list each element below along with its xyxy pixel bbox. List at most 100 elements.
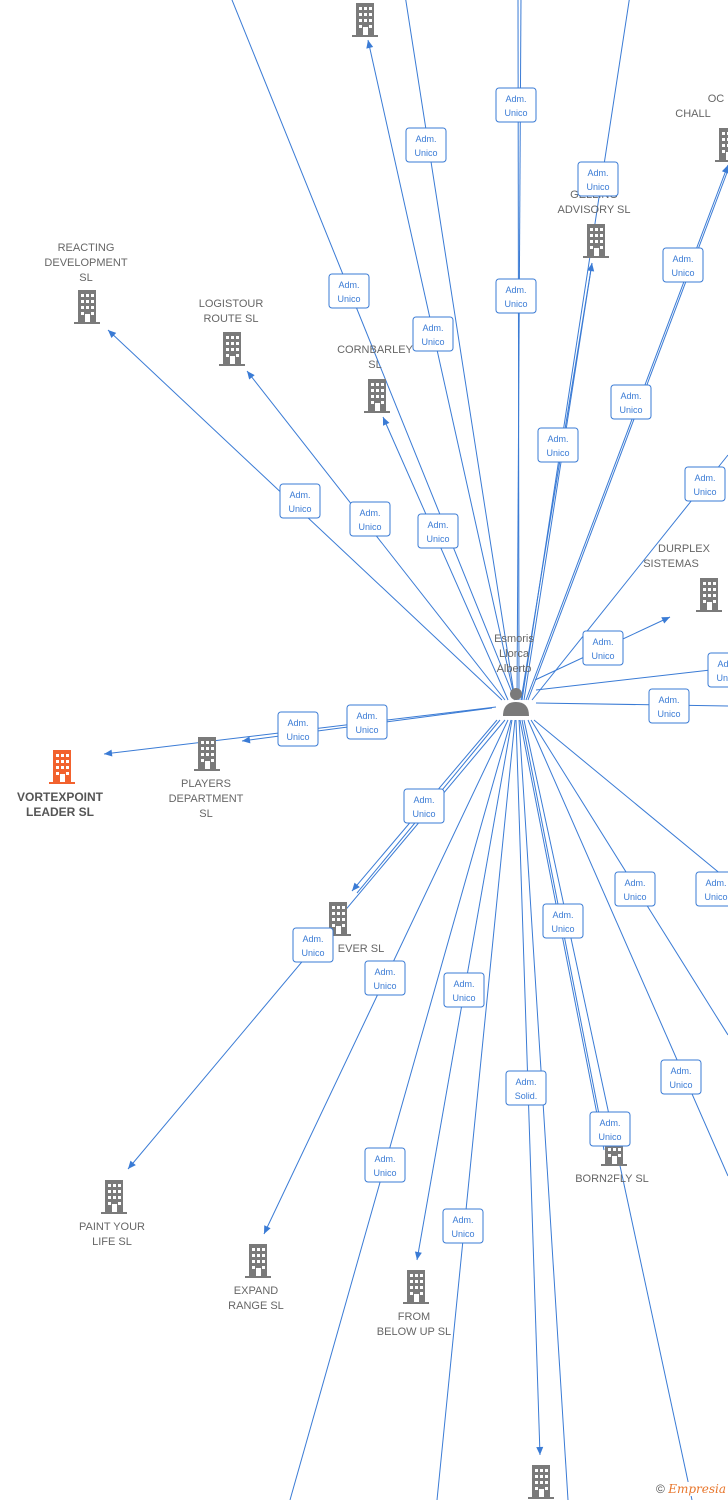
role-badge[interactable]: Adm.Unico — [577, 161, 619, 197]
role-badge[interactable]: Adm.Unico — [349, 501, 391, 537]
role-badge[interactable]: Adm.Unico — [660, 1059, 702, 1095]
brand-logo[interactable]: Empresia — [668, 1482, 726, 1496]
company-name-label[interactable]: PLAYERS — [181, 778, 231, 790]
building-icon[interactable] — [364, 379, 390, 413]
company-name-label[interactable]: LIFE SL — [92, 1236, 132, 1248]
arrow-icon — [264, 1225, 271, 1234]
company-node-logistour-route[interactable]: LOGISTOUR ROUTE SL — [199, 298, 264, 366]
company-name-label[interactable]: SL — [79, 272, 92, 284]
company-name-label[interactable]: VORTEXPOINT — [17, 790, 104, 804]
company-node-cornbarley[interactable]: CORNBARLEY SL — [337, 344, 414, 413]
company-name-label[interactable]: DEVELOPMENT — [44, 257, 127, 269]
relationship-edge — [527, 719, 728, 1177]
company-name-label[interactable]: DURPLEX — [658, 543, 711, 555]
building-icon[interactable] — [528, 1465, 554, 1499]
company-name-label[interactable]: SISTEMAS — [643, 558, 699, 570]
building-icon[interactable] — [583, 224, 609, 258]
role-badge[interactable]: Adm.Unico — [442, 1208, 484, 1244]
company-name-label[interactable]: RANGE SL — [228, 1300, 284, 1312]
building-icon[interactable] — [696, 578, 722, 612]
company-node-expand-range[interactable]: EXPAND RANGE SL — [228, 1244, 284, 1312]
building-icon[interactable] — [352, 3, 378, 37]
person-name-label[interactable]: Alberto — [497, 663, 532, 675]
badge-line-1: Adm. — [658, 695, 679, 705]
company-name-label[interactable]: SL — [199, 808, 212, 820]
badge-line-2: Unico — [337, 294, 360, 304]
person-name-label[interactable]: Llorca — [499, 648, 530, 660]
role-badge[interactable]: Adm.Unico — [495, 278, 537, 314]
company-name-label[interactable]: BELOW UP SL — [377, 1326, 451, 1338]
company-node-durplex-sistemas[interactable]: DURPLEX SISTEMAS — [643, 543, 722, 612]
company-name-label[interactable]: LEADER SL — [26, 805, 94, 819]
company-node-oc-challenge[interactable]: OC CHALL — [675, 93, 728, 162]
role-badge[interactable]: Adm.Unico — [542, 903, 584, 939]
role-badge[interactable]: Adm.Unico — [346, 704, 388, 740]
relationship-edge — [382, 416, 509, 701]
role-badge[interactable]: Adm.Solid. — [505, 1070, 547, 1106]
company-name-label[interactable]: PAINT YOUR — [79, 1221, 145, 1233]
role-badge[interactable]: Adm.Unico — [662, 247, 704, 283]
building-icon[interactable] — [245, 1244, 271, 1278]
company-name-label[interactable]: BORN2FLY SL — [575, 1173, 649, 1185]
company-name-label[interactable]: ADVISORY SL — [558, 204, 631, 216]
building-icon[interactable] — [403, 1270, 429, 1304]
role-badge[interactable]: Adm.Unico — [684, 466, 726, 502]
company-name-label[interactable]: SL — [368, 359, 381, 371]
role-badge[interactable]: Adm.Unico — [405, 127, 447, 163]
role-badge[interactable]: Adm.Unico — [364, 960, 406, 996]
role-badge[interactable]: Adm.Unico — [292, 927, 334, 963]
role-badge[interactable]: Adm.Unico — [364, 1147, 406, 1183]
company-node-reacting-development[interactable]: REACTING DEVELOPMENT SL — [44, 242, 128, 324]
role-badge[interactable]: Adm.Unico — [277, 711, 319, 747]
role-badge[interactable]: Adm.Unico — [610, 384, 652, 420]
badge-line-1: Adm. — [552, 910, 573, 920]
role-badge[interactable]: Adm.Unico — [412, 316, 454, 352]
role-badge[interactable]: Adm.Unico — [279, 483, 321, 519]
role-badge[interactable]: Adm.Unico — [537, 427, 579, 463]
company-name-label[interactable]: ROUTE SL — [203, 313, 258, 325]
company-node-born2fly[interactable]: BORN2FLY SL — [575, 1132, 649, 1185]
role-badge[interactable]: Adm.Unico — [707, 652, 728, 688]
company-node-ever[interactable]: EVER SL — [325, 902, 384, 955]
arrow-icon — [108, 330, 117, 339]
badge-line-2: Unico — [671, 268, 694, 278]
role-badge[interactable]: Adm.Unico — [648, 688, 690, 724]
role-badge[interactable]: Adm.Unico — [443, 972, 485, 1008]
company-node-bottom-1[interactable] — [528, 1465, 554, 1499]
company-name-label[interactable]: EVER SL — [338, 943, 384, 955]
person-icon[interactable] — [503, 688, 529, 716]
role-badge[interactable]: Adm.Unico — [582, 630, 624, 666]
building-icon[interactable] — [49, 750, 75, 784]
badge-line-2: Unico — [355, 725, 378, 735]
company-node-from-below-up[interactable]: FROM BELOW UP SL — [377, 1270, 451, 1338]
role-badge[interactable]: Adm.Unico — [495, 87, 537, 123]
company-name-label[interactable]: DEPARTMENT — [169, 793, 244, 805]
arrow-icon — [536, 1446, 544, 1455]
company-name-label[interactable]: REACTING — [58, 242, 115, 254]
role-badge[interactable]: Adm.Unico — [328, 273, 370, 309]
company-name-label[interactable]: CHALL — [675, 108, 710, 120]
company-node-paint-your-life[interactable]: PAINT YOUR LIFE SL — [79, 1180, 145, 1248]
role-badge[interactable]: Adm.Unico — [403, 788, 445, 824]
company-node-gelling-advisory[interactable]: GELLINGADVISORY SL — [558, 189, 631, 258]
badge-line-1: Adm. — [374, 967, 395, 977]
company-name-label[interactable]: OC — [708, 93, 725, 105]
company-name-label[interactable]: FROM — [398, 1311, 430, 1323]
company-name-label[interactable]: LOGISTOUR — [199, 298, 264, 310]
company-node-players-department[interactable]: PLAYERS DEPARTMENT SL — [169, 737, 244, 820]
company-name-label[interactable]: CORNBARLEY — [337, 344, 413, 356]
building-icon[interactable] — [194, 737, 220, 771]
person-name-label[interactable]: Esmoris — [494, 633, 534, 645]
company-name-label[interactable]: EXPAND — [234, 1285, 278, 1297]
role-badge[interactable]: Adm.Unico — [695, 871, 728, 907]
building-icon[interactable] — [101, 1180, 127, 1214]
building-icon[interactable] — [74, 290, 100, 324]
role-badge[interactable]: Adm.Unico — [417, 513, 459, 549]
building-icon[interactable] — [219, 332, 245, 366]
role-badge[interactable]: Adm.Unico — [614, 871, 656, 907]
role-badge[interactable]: Adm.Unico — [589, 1111, 631, 1147]
company-node-top-1[interactable] — [352, 3, 378, 37]
building-icon[interactable] — [715, 128, 728, 162]
